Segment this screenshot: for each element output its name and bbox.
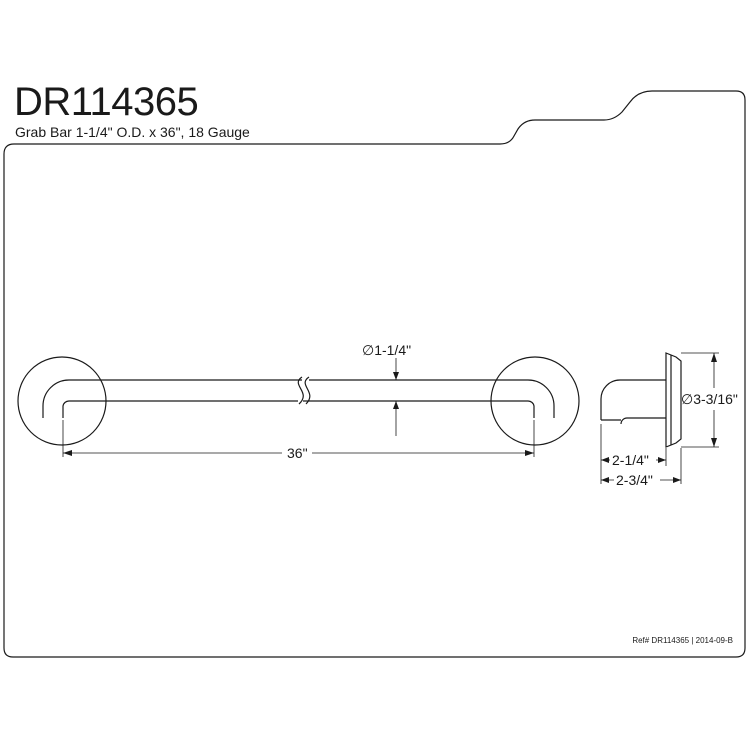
proj-outer-arrow-left bbox=[601, 477, 609, 483]
length-arrow-right bbox=[525, 450, 534, 456]
proj-inner-label-bg bbox=[610, 451, 656, 468]
length-label-bg bbox=[282, 444, 312, 462]
side-bar bbox=[600, 379, 666, 425]
revision-code: 2014-09-B bbox=[695, 636, 733, 645]
proj-outer-label: 2-3/4" bbox=[616, 472, 653, 488]
bar-right-segment bbox=[309, 379, 555, 418]
proj-inner-arrow-left bbox=[601, 457, 609, 463]
flange-diameter-label: ∅3-3/16" bbox=[681, 391, 738, 407]
flange-arrow-top bbox=[711, 353, 717, 362]
diameter-arrow-top bbox=[393, 372, 399, 380]
side-flange-plate bbox=[665, 352, 682, 448]
length-label: 36" bbox=[287, 445, 308, 461]
length-arrow-left bbox=[63, 450, 72, 456]
proj-inner-label: 2-1/4" bbox=[612, 452, 649, 468]
reference-separator: | bbox=[691, 636, 694, 645]
proj-inner-arrow-right bbox=[658, 457, 666, 463]
reference-footer: Ref# DR114365 | 2014-09-B bbox=[632, 636, 733, 646]
break-line-right bbox=[304, 376, 311, 405]
sheet-border bbox=[3, 90, 746, 658]
proj-outer-arrow-right bbox=[673, 477, 681, 483]
break-line-left bbox=[297, 376, 304, 405]
bar-left-segment-inner bbox=[62, 400, 298, 418]
diameter-label: ∅1-1/4" bbox=[362, 342, 411, 358]
diameter-arrow-bottom bbox=[393, 401, 399, 409]
proj-outer-label-bg bbox=[614, 471, 660, 488]
bar-left-segment bbox=[42, 379, 302, 418]
reference-number: Ref# DR114365 bbox=[632, 636, 690, 645]
product-description: Grab Bar 1-1/4" O.D. x 36", 18 Gauge bbox=[15, 124, 250, 140]
flange-arrow-bottom bbox=[711, 438, 717, 447]
model-number: DR114365 bbox=[14, 80, 199, 124]
bar-right-segment-inner bbox=[303, 400, 535, 418]
